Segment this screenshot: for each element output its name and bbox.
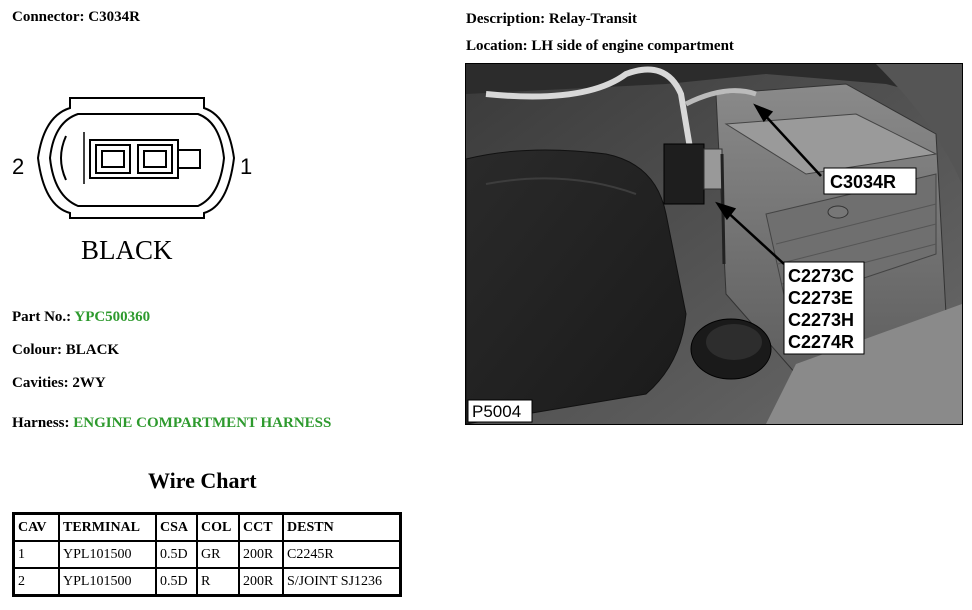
cavity-2-inner xyxy=(101,150,125,168)
location-label: Location: xyxy=(466,38,528,54)
cavities-label: Cavities: xyxy=(12,375,69,391)
cell-csa: 0.5D xyxy=(155,567,198,597)
header-csa: CSA xyxy=(155,512,198,542)
wire-chart-table: CAV TERMINAL CSA COL CCT DESTN 1 YPL1015… xyxy=(12,512,402,597)
connector-line: Connector: C3034R xyxy=(12,9,140,26)
cell-cct: 200R xyxy=(238,540,284,569)
callout-c3034r: C3034R xyxy=(830,172,896,192)
cavity-2-outer xyxy=(95,144,131,174)
connector-inner-outline xyxy=(48,113,226,207)
table-row: 2 YPL101500 0.5D R 200R S/JOINT SJ1236 xyxy=(12,567,402,597)
colour-value: BLACK xyxy=(65,342,120,358)
connector-label: Connector: xyxy=(12,9,85,25)
connector-outline xyxy=(36,97,236,219)
cavity-1-outer xyxy=(137,144,173,174)
cavities-line: Cavities: 2WY xyxy=(12,375,106,392)
header-cct: CCT xyxy=(238,512,284,542)
cell-cct: 200R xyxy=(238,567,284,597)
cell-csa: 0.5D xyxy=(155,540,198,569)
callout-list-item: C2273H xyxy=(788,310,854,330)
header-destn: DESTN xyxy=(282,512,402,542)
location-value: LH side of engine compartment xyxy=(531,38,734,54)
connector-latch xyxy=(177,149,201,169)
part-no-label: Part No.: xyxy=(12,309,72,325)
colour-line: Colour: BLACK xyxy=(12,342,119,359)
cell-cav: 2 xyxy=(12,567,60,597)
cell-terminal: YPL101500 xyxy=(58,567,157,597)
cell-terminal: YPL101500 xyxy=(58,540,157,569)
header-terminal: TERMINAL xyxy=(58,512,157,542)
description-line: Description: Relay-Transit xyxy=(466,11,637,28)
cavity-number-right: 1 xyxy=(240,154,252,179)
cell-destn: C2245R xyxy=(282,540,402,569)
cell-cav: 1 xyxy=(12,540,60,569)
location-line: Location: LH side of engine compartment xyxy=(466,38,734,55)
callout-list-item: C2273E xyxy=(788,288,853,308)
part-no-value[interactable]: YPC500360 xyxy=(74,309,151,325)
harness-value[interactable]: ENGINE COMPARTMENT HARNESS xyxy=(73,415,332,431)
connector-value: C3034R xyxy=(88,9,140,25)
description-value: Relay-Transit xyxy=(548,11,637,27)
part-no-line: Part No.: YPC500360 xyxy=(12,309,150,326)
photo-ref: P5004 xyxy=(472,402,521,421)
wire-chart-title: Wire Chart xyxy=(148,468,257,493)
header-cav: CAV xyxy=(12,512,60,542)
cell-destn: S/JOINT SJ1236 xyxy=(282,567,402,597)
callout-list-item: C2273C xyxy=(788,266,854,286)
connector-key-left xyxy=(60,135,67,181)
connector-face-diagram: 2 1 BLACK xyxy=(12,97,252,265)
colour-label: Colour: xyxy=(12,342,62,358)
header-col: COL xyxy=(196,512,240,542)
harness-label: Harness: xyxy=(12,415,70,431)
cavity-1-inner xyxy=(143,150,167,168)
cell-col: GR xyxy=(196,540,240,569)
table-header-row: CAV TERMINAL CSA COL CCT DESTN xyxy=(12,512,402,542)
cavity-number-left: 2 xyxy=(12,154,24,179)
callout-list-item: C2274R xyxy=(788,332,854,352)
table-row: 1 YPL101500 0.5D GR 200R C2245R xyxy=(12,540,402,569)
harness-line: Harness: ENGINE COMPARTMENT HARNESS xyxy=(12,415,331,432)
connector-color-text: BLACK xyxy=(81,235,173,265)
cavities-value: 2WY xyxy=(72,375,106,391)
location-photo: C3034R C2273C C2273E C2273H C2274R P5004 xyxy=(465,63,963,425)
engine-bay-illustration: C3034R C2273C C2273E C2273H C2274R P5004 xyxy=(466,64,962,424)
description-label: Description: xyxy=(466,11,546,27)
cell-col: R xyxy=(196,567,240,597)
